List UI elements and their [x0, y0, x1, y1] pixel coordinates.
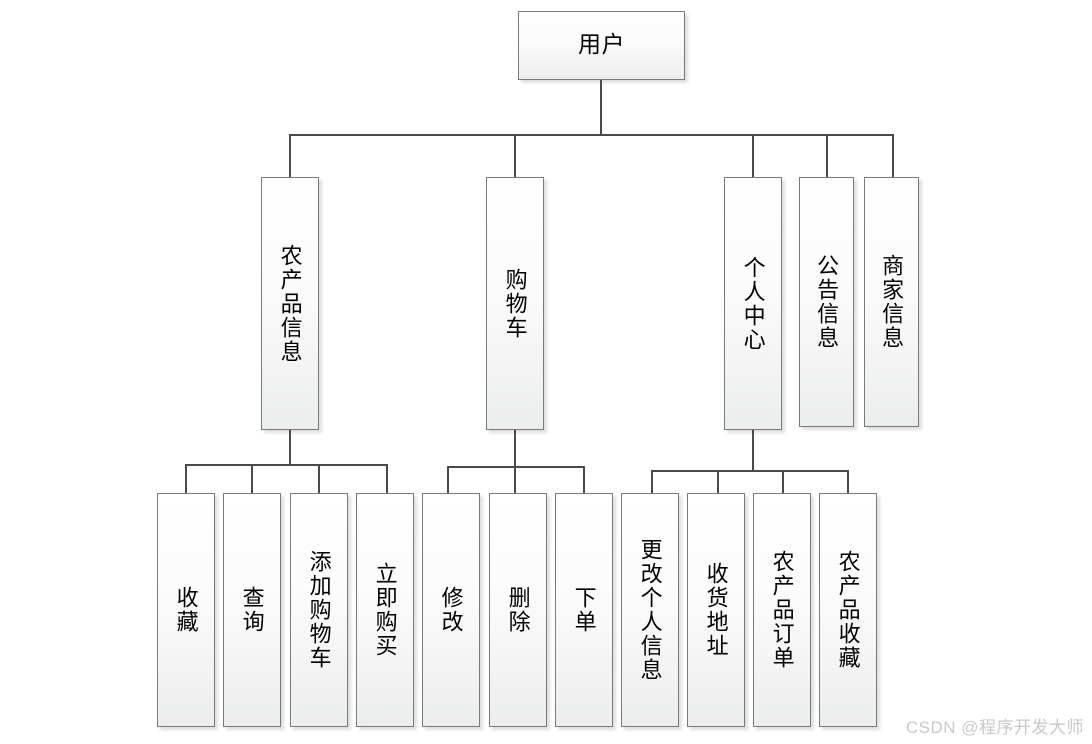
node-shipping-address[interactable]: 收货地址: [687, 493, 745, 727]
node-label: 商家信息: [879, 254, 905, 350]
connector-drop-merchant: [892, 134, 894, 178]
node-label: 购物车: [502, 267, 528, 340]
node-label: 删除: [505, 586, 531, 634]
node-label: 更改个人信息: [637, 538, 663, 682]
node-announcement-info[interactable]: 公告信息: [799, 177, 854, 427]
node-label: 公告信息: [814, 254, 840, 350]
node-shopping-cart[interactable]: 购物车: [486, 177, 544, 430]
node-label: 收货地址: [703, 562, 729, 658]
connector-bus-product: [185, 464, 388, 466]
connector-drop-shipping-address: [717, 470, 719, 494]
connector-drop-center: [752, 134, 754, 178]
node-delete[interactable]: 删除: [489, 493, 547, 727]
connector-level2-bus: [289, 134, 894, 136]
connector-drop-place-order: [583, 466, 585, 494]
connector-root-stem: [600, 80, 602, 135]
node-product-order[interactable]: 农产品订单: [753, 493, 811, 727]
node-personal-center[interactable]: 个人中心: [724, 177, 782, 430]
connector-drop-edit-profile: [651, 470, 653, 494]
node-favorite[interactable]: 收藏: [157, 493, 215, 727]
node-edit-profile[interactable]: 更改个人信息: [621, 493, 679, 727]
node-label: 添加购物车: [306, 550, 332, 670]
node-label: 个人中心: [740, 255, 766, 352]
connector-drop-delete: [514, 466, 516, 494]
node-label: 修改: [438, 586, 464, 634]
node-label: 立即购买: [372, 562, 398, 658]
connector-stem-center: [752, 430, 754, 471]
node-label: 用户: [578, 32, 625, 58]
node-buy-now[interactable]: 立即购买: [356, 493, 414, 727]
connector-drop-add-cart: [318, 464, 320, 494]
watermark-text: CSDN @程序开发大师: [905, 718, 1084, 737]
connector-drop-notice: [826, 134, 828, 178]
node-product-favorite[interactable]: 农产品收藏: [819, 493, 877, 727]
node-place-order[interactable]: 下单: [555, 493, 613, 727]
node-label: 农产品收藏: [835, 550, 861, 670]
node-root-user[interactable]: 用户: [518, 11, 685, 80]
connector-drop-query: [251, 464, 253, 494]
node-merchant-info[interactable]: 商家信息: [864, 177, 919, 427]
node-label: 下单: [571, 586, 597, 634]
connector-drop-buy-now: [386, 464, 388, 494]
connector-drop-cart: [514, 134, 516, 178]
node-label: 农产品信息: [277, 243, 303, 364]
connector-drop-product: [289, 134, 291, 178]
connector-stem-product: [289, 430, 291, 465]
connector-bus-center: [651, 470, 848, 472]
node-label: 农产品订单: [769, 550, 795, 670]
connector-drop-product-favorite: [847, 470, 849, 494]
node-product-info[interactable]: 农产品信息: [261, 177, 319, 430]
connector-stem-cart: [514, 430, 516, 467]
node-label: 查询: [239, 586, 265, 634]
connector-drop-product-order: [782, 470, 784, 494]
node-label: 收藏: [173, 586, 199, 634]
node-add-to-cart[interactable]: 添加购物车: [290, 493, 348, 727]
connector-drop-favorite: [185, 464, 187, 494]
node-query[interactable]: 查询: [223, 493, 281, 727]
connector-drop-modify: [447, 466, 449, 494]
node-modify[interactable]: 修改: [422, 493, 480, 727]
